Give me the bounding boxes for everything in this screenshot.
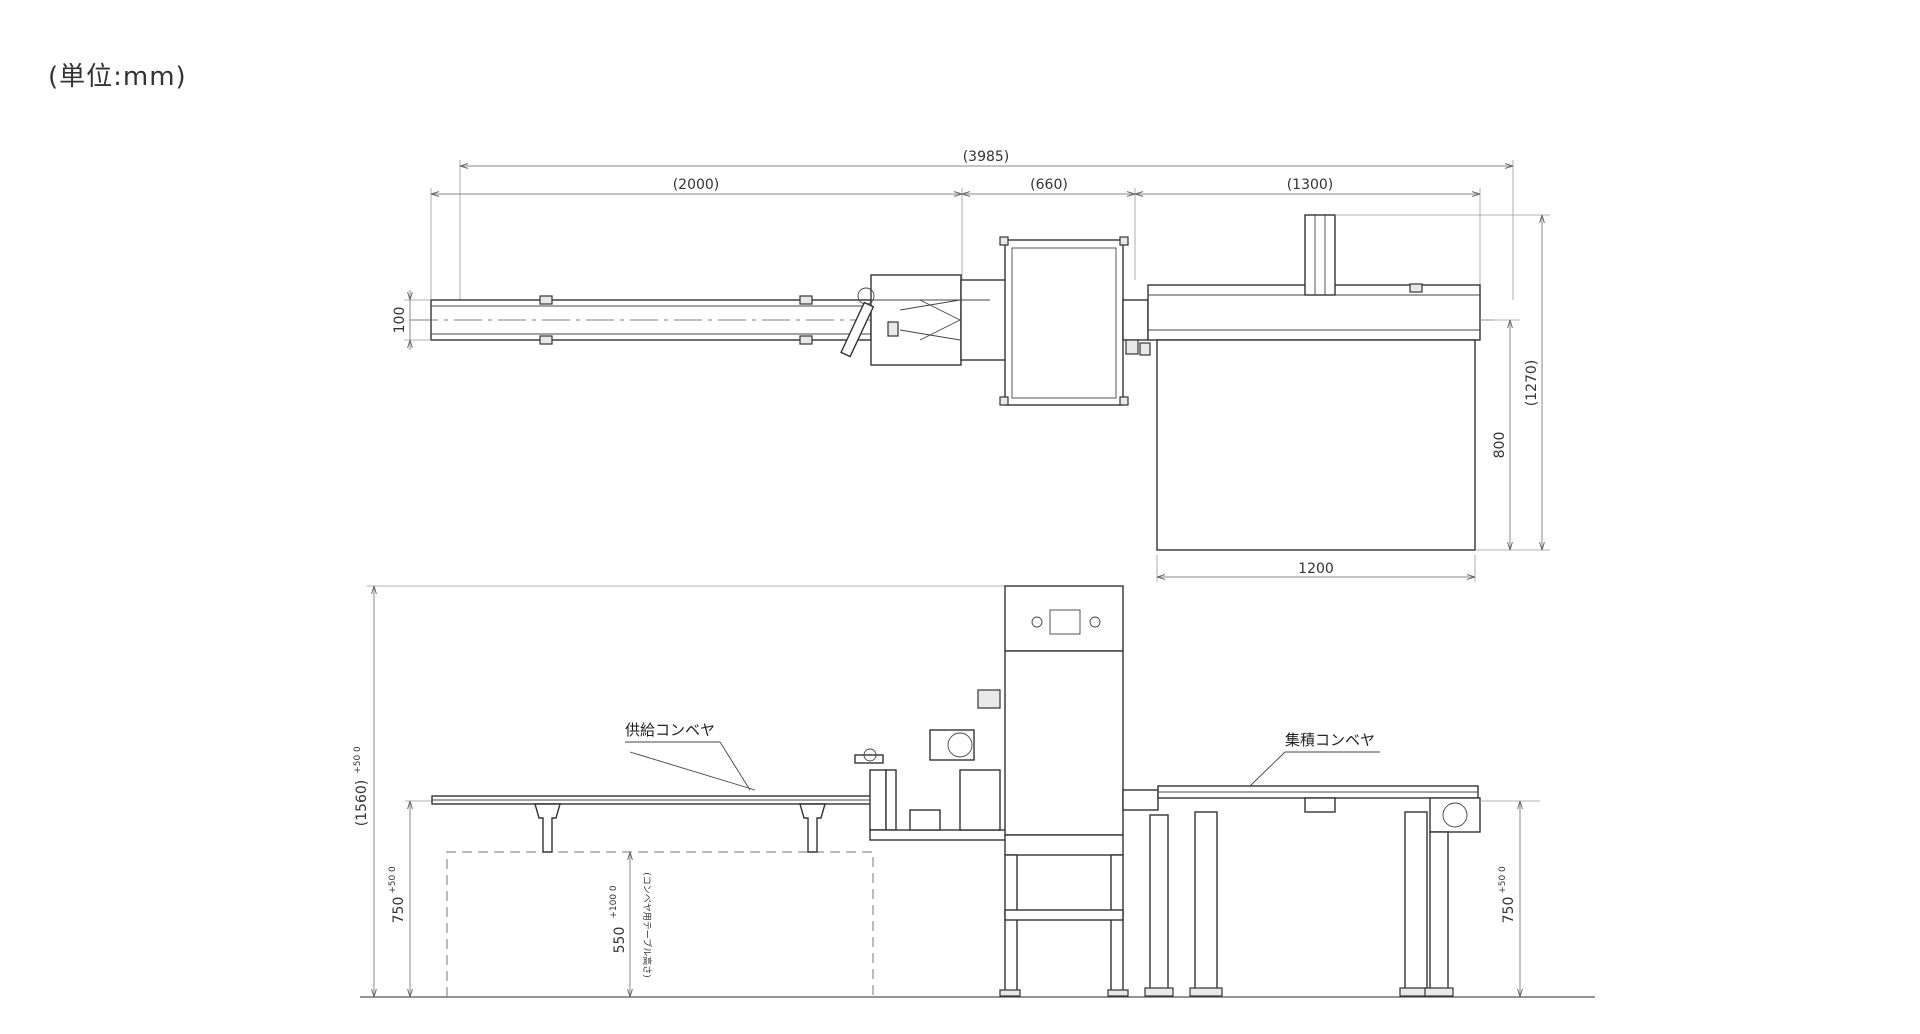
dim-table-height-tol: +100 0 xyxy=(609,885,619,919)
dim-table-length: 1200 xyxy=(1156,555,1476,582)
dim-middle-label: (660) xyxy=(1030,177,1068,193)
table-note: (コンベヤ用テーブル高さ) xyxy=(641,872,653,977)
conveyor-table-outline: 550 +100 0 (コンベヤ用テーブル高さ) xyxy=(446,851,874,997)
dim-total-length: (3985) xyxy=(459,149,1514,300)
dim-height-right-label: 750 xyxy=(1501,897,1517,924)
dim-depth: (1270) 800 xyxy=(1335,214,1550,551)
dim-table-height-label: 550 xyxy=(612,927,628,954)
dim-conveyor-width: 100 xyxy=(392,290,431,350)
dim-width-label: 100 xyxy=(392,307,408,334)
dim-height-total-tol: +50 0 xyxy=(353,746,363,774)
supply-conveyor-side: 供給コンベヤ xyxy=(431,721,873,853)
label-supply-conveyor: 供給コンベヤ xyxy=(625,721,715,739)
dim-supply-label: (2000) xyxy=(673,177,720,193)
dim-height-total-label: (1560) xyxy=(354,780,370,827)
center-frame-top xyxy=(999,236,1149,406)
dim-height-left: 750 +50 0 xyxy=(388,800,432,997)
dim-depth-table-label: 800 xyxy=(1492,432,1508,459)
dim-sections: (2000) (660) (1300) xyxy=(430,177,1481,300)
infeed-mechanism-side xyxy=(854,689,1007,841)
central-frame-side xyxy=(999,585,1129,997)
unit-note: (単位:mm) xyxy=(48,62,187,92)
side-view: (1560) +50 0 750 +50 0 550 +100 0 (コンベヤ用… xyxy=(353,585,1595,998)
top-view: (3985) (2000) (660) (1300) xyxy=(392,149,1550,582)
label-collect-conveyor: 集積コンベヤ xyxy=(1285,731,1375,749)
dim-height-left-tol: +50 0 xyxy=(388,866,398,894)
dim-depth-total-label: (1270) xyxy=(1524,360,1540,407)
infeed-mechanism-top xyxy=(840,274,1007,366)
collect-conveyor-side: 集積コンベヤ xyxy=(1122,731,1481,997)
dim-table-length-label: 1200 xyxy=(1298,561,1334,577)
dim-height-right-tol: +50 0 xyxy=(1498,866,1508,894)
table-top xyxy=(1139,339,1476,551)
collect-conveyor-top xyxy=(1147,214,1481,341)
dim-height-left-label: 750 xyxy=(391,897,407,924)
dim-height-total: (1560) +50 0 xyxy=(353,585,1005,997)
dim-total-label: (3985) xyxy=(963,149,1010,165)
dim-collect-label: (1300) xyxy=(1287,177,1334,193)
dim-height-right: 750 +50 0 xyxy=(1480,800,1540,997)
